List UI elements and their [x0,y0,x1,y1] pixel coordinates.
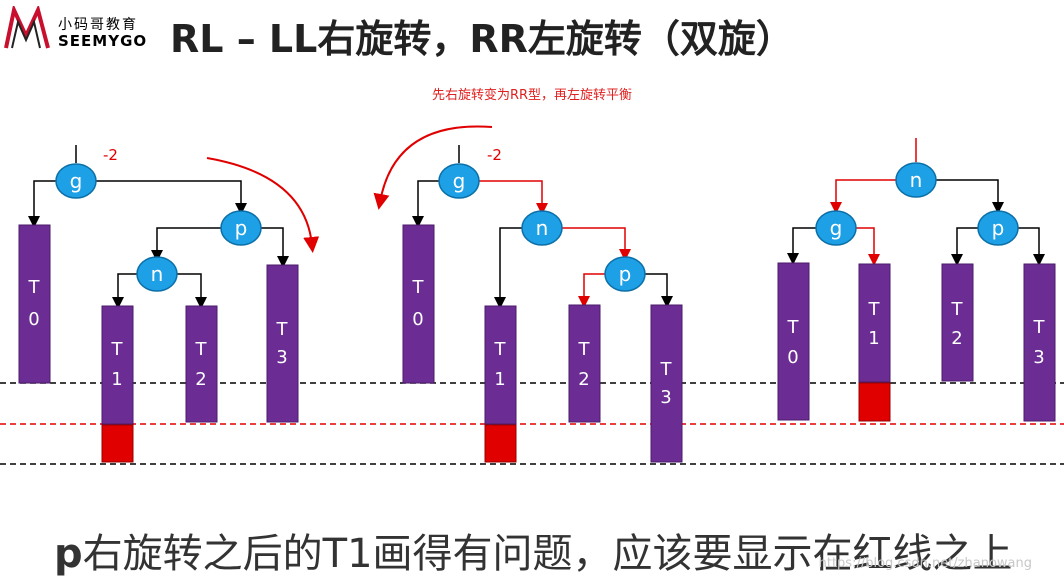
edge [96,180,247,215]
caption: p右旋转之后的T1画得有问题，应该要显示在红线之上 [54,521,1013,579]
subtree-label: 2 [951,328,962,349]
subtree-label: 1 [111,369,122,390]
logo-text-top: 小码哥教育 [58,17,138,33]
subtree-t1 [858,263,891,383]
edge-red [562,227,631,261]
subtree-t1 [484,305,517,425]
node-label: p [235,216,248,240]
tree-2: -2 T 0 T 1 T 2 T 3 g n p [373,125,683,463]
node-g [815,210,857,246]
subtree-t2 [185,305,218,423]
subtree-label: 3 [660,387,671,408]
subtree-t1 [101,305,134,425]
subtree-label: T [1033,317,1046,338]
edge [151,227,221,262]
rotation-arrow [206,157,320,253]
node-n [521,210,563,246]
extra-height-block [484,424,517,463]
subtree-label: T [412,277,425,298]
subtree-t3 [650,304,683,463]
edge-red [856,227,880,266]
node-g [438,163,480,199]
page-title: RL – LL右旋转，RR左旋转（双旋） [170,17,794,61]
subtree-label: T [28,277,41,298]
subtree-label: 3 [1033,347,1044,368]
edge [951,227,978,266]
edge-red [578,273,605,308]
subtree-label: T [951,299,964,320]
edge [177,273,207,309]
subtree-label: 1 [494,369,505,390]
subtree-label: T [868,299,881,320]
node-n [895,162,937,198]
node-n [136,256,178,292]
edge-red [479,180,548,215]
edge [1018,227,1045,266]
node-label: g [453,169,466,193]
subtree-t2 [568,304,601,423]
subtree-label: T [195,339,208,360]
header: 小码哥教育 SEEMYGO RL – LL右旋转，RR左旋转（双旋） [0,0,1064,70]
subtree-t0 [18,224,51,384]
edge [261,227,289,268]
tree-3: T 0 T 1 T 2 T 3 n g p [777,138,1056,422]
node-g [55,163,97,199]
rotation-diagram: -2 T 0 T 1 T 2 T 3 g p n -2 T 0 T [0,125,1064,465]
node-p [977,210,1019,246]
balance-label: -2 [487,146,502,164]
edge [936,179,1004,214]
subtree-label: 0 [787,347,798,368]
tree-1: -2 T 0 T 1 T 2 T 3 g p n [18,145,320,463]
caption-text-2: 画得有问题，应该要显示在红线之上 [372,531,1013,577]
subtree-label: T [787,317,800,338]
logo-text-bottom: SEEMYGO [58,32,148,50]
node-p [220,210,262,246]
edge-red [830,179,896,214]
subtree-label: 1 [868,328,879,349]
edge [787,227,816,265]
subtree-label: T [111,339,124,360]
caption-p: p [54,531,83,577]
edge [412,180,439,228]
logo-icon [4,6,50,49]
node-label: p [619,262,632,286]
extra-height-block [858,382,891,422]
node-p [604,256,646,292]
watermark: https://blog.csdn.net/zhanowang [818,556,1032,571]
caption-t1: T1 [322,531,373,577]
subtree-label: T [660,359,673,380]
subtree-label: T [276,319,289,340]
edge [28,180,56,228]
subtree-label: 3 [276,347,287,368]
subtree-label: 2 [195,369,206,390]
subtree-label: 0 [28,309,39,330]
edge [494,227,522,309]
edge [645,273,673,308]
caption-text-1: 右旋转之后的 [82,531,323,577]
edge [112,273,137,309]
subtree-label: T [578,339,591,360]
extra-height-block [101,424,134,463]
balance-label: -2 [103,146,118,164]
subtree-label: T [494,339,507,360]
subtree-t2 [941,263,974,382]
subtree-t0 [402,224,435,384]
node-label: n [151,262,164,286]
node-label: g [830,216,843,240]
subtree-label: 0 [412,309,423,330]
subtree-label: 2 [578,369,589,390]
subtree-t0 [777,262,810,421]
rotation-note: 先右旋转变为RR型，再左旋转平衡 [431,88,633,103]
node-label: p [992,216,1005,240]
rotation-arrow [373,125,493,210]
subtree-t3 [266,264,299,423]
node-label: n [536,216,549,240]
node-label: n [910,168,923,192]
subtree-t3 [1023,263,1056,422]
node-label: g [70,169,83,193]
